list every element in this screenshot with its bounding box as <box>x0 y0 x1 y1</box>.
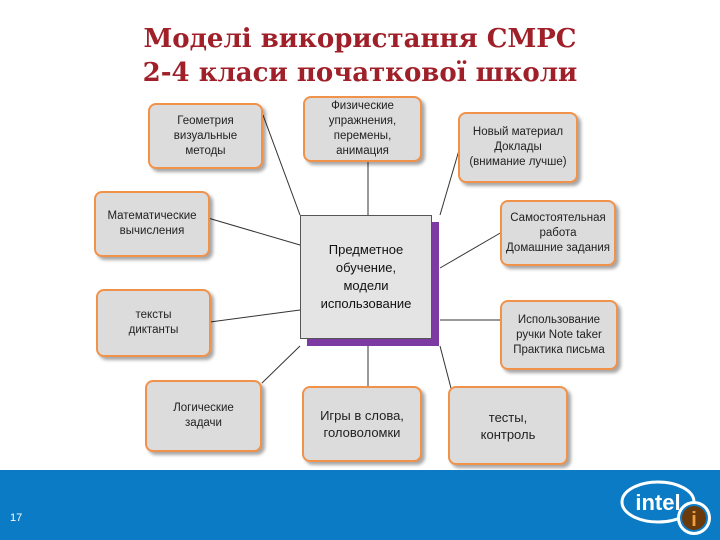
node-new-material: Новый материал Доклады (внимание лучше) <box>458 112 578 183</box>
footer-bar <box>0 470 720 540</box>
node-texts: тексты диктанты <box>96 289 211 357</box>
intel-logo-text: intel <box>635 490 680 515</box>
title-line-1: Моделі використання СМРС <box>143 24 577 54</box>
node-games: Игры в слова, головоломки <box>302 386 422 462</box>
connector-math <box>207 217 301 246</box>
title-line-2: 2-4 класи початкової школи <box>142 58 578 88</box>
center-node: Предметное обучение, модели использовани… <box>300 215 439 346</box>
node-physical: Физические упражнения, перемены, анимаци… <box>303 96 422 162</box>
page-number: 17 <box>10 512 23 524</box>
node-logic: Логические задачи <box>145 380 262 452</box>
connector-tests <box>439 345 453 393</box>
connector-geometry <box>262 114 301 216</box>
node-geometry: Геометрия визуальные методы <box>148 103 263 169</box>
info-badge-icon: i <box>691 509 697 531</box>
intel-logo: intel i <box>620 480 711 535</box>
center-node-label: Предметное обучение, модели использовани… <box>300 215 432 339</box>
node-independent: Самостоятельная работа Домашние задания <box>500 200 616 266</box>
connector-independent <box>439 231 503 269</box>
connector-logic <box>261 345 301 384</box>
connector-texts <box>209 309 301 323</box>
node-math: Математические вычисления <box>94 191 210 257</box>
node-tests: тесты, контроль <box>448 386 568 465</box>
node-note-taker: Использование ручки Note taker Практика … <box>500 300 618 370</box>
